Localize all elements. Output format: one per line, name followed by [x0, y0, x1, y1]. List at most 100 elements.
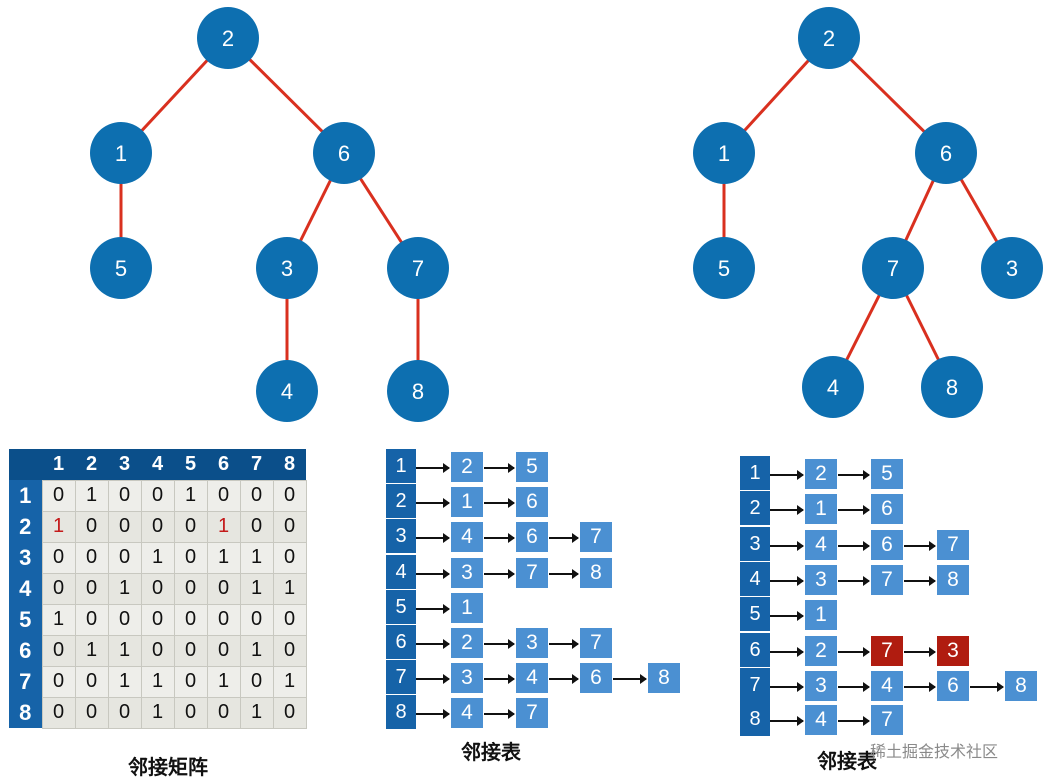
left-tree-node-2: 2 [197, 7, 259, 69]
middle-list-arrow [416, 463, 450, 473]
middle-list-item: 1 [450, 486, 484, 518]
list-right-caption: 邻接表 [817, 749, 877, 773]
right-list-arrow [838, 716, 870, 726]
middle-list-item: 3 [515, 627, 549, 659]
right-list-item: 6 [870, 529, 904, 561]
matrix-row-header: 5 [9, 604, 42, 635]
matrix-cell: 0 [74, 665, 109, 698]
right-list-arrow [770, 716, 804, 726]
matrix-col-header: 4 [141, 449, 174, 480]
left-tree-node-label: 2 [222, 26, 234, 51]
right-list-arrow [904, 647, 936, 657]
middle-list-arrow [549, 639, 579, 649]
right-tree-node-label: 6 [940, 141, 952, 166]
middle-list-item: 2 [450, 451, 484, 483]
matrix-cell: 1 [239, 541, 274, 574]
right-list-head: 3 [740, 527, 770, 561]
left-tree-node-label: 7 [412, 256, 424, 281]
middle-list-item: 8 [647, 662, 681, 694]
matrix-cell: 0 [272, 541, 307, 574]
matrix-cell: 1 [239, 572, 274, 605]
matrix-cell: 1 [272, 572, 307, 605]
right-list-item: 2 [804, 458, 838, 490]
right-list-item: 7 [870, 704, 904, 736]
matrix-corner [9, 449, 42, 480]
right-list-head: 5 [740, 597, 770, 631]
middle-list-head: 3 [386, 519, 416, 553]
middle-list-arrow [484, 674, 515, 684]
matrix-cell: 0 [74, 510, 109, 543]
matrix-cell: 1 [239, 634, 274, 667]
right-list-arrow [838, 541, 870, 551]
left-tree-node-label: 8 [412, 379, 424, 404]
middle-list-arrow [484, 533, 515, 543]
left-tree-node-label: 4 [281, 379, 293, 404]
watermark-text: 稀土掘金技术社区 [870, 742, 999, 761]
matrix-cell: 1 [41, 603, 76, 636]
matrix-cell: 0 [173, 634, 208, 667]
right-list-item: 3 [804, 564, 838, 596]
right-list-head: 2 [740, 491, 770, 525]
left-tree-node-label: 3 [281, 256, 293, 281]
middle-list-arrow [613, 674, 647, 684]
matrix-cell: 0 [107, 479, 142, 512]
middle-list-arrow [416, 639, 450, 649]
matrix-cell: 0 [140, 572, 175, 605]
middle-list-arrow [549, 533, 579, 543]
matrix-cell: 1 [41, 510, 76, 543]
matrix-cell: 0 [206, 603, 241, 636]
middle-list-item: 4 [450, 521, 484, 553]
middle-list-item: 2 [450, 627, 484, 659]
right-list-item: 6 [870, 493, 904, 525]
middle-list-item: 6 [579, 662, 613, 694]
matrix-cell: 0 [74, 572, 109, 605]
matrix-cell: 1 [206, 665, 241, 698]
matrix-row-header: 4 [9, 573, 42, 604]
left-tree-node-4: 4 [256, 360, 318, 422]
middle-list-arrow [416, 604, 450, 614]
matrix-cell: 0 [41, 634, 76, 667]
middle-list-item: 7 [515, 697, 549, 729]
matrix-cell: 1 [74, 634, 109, 667]
left-tree-node-5: 5 [90, 237, 152, 299]
middle-list-item: 8 [579, 557, 613, 589]
middle-list-arrow [549, 569, 579, 579]
right-list-arrow [838, 647, 870, 657]
matrix-cell: 0 [107, 541, 142, 574]
matrix-cell: 0 [272, 510, 307, 543]
right-list-arrow [838, 505, 870, 515]
right-list-item: 7 [870, 635, 904, 667]
middle-list-head: 5 [386, 590, 416, 624]
matrix-cell: 0 [140, 479, 175, 512]
matrix-cell: 0 [74, 696, 109, 729]
matrix-cell: 1 [173, 479, 208, 512]
right-list-arrow [904, 541, 936, 551]
middle-list-item: 3 [450, 557, 484, 589]
right-list-item: 6 [936, 670, 970, 702]
middle-list-head: 4 [386, 555, 416, 589]
matrix-cell: 1 [206, 541, 241, 574]
right-list-item: 4 [870, 670, 904, 702]
left-tree-node-7: 7 [387, 237, 449, 299]
middle-list-head: 1 [386, 449, 416, 483]
matrix-cell: 0 [41, 541, 76, 574]
matrix-cell: 1 [140, 665, 175, 698]
matrix-col-header: 1 [42, 449, 75, 480]
matrix-col-header: 2 [75, 449, 108, 480]
matrix-col-header: 5 [174, 449, 207, 480]
right-tree-node-label: 3 [1006, 256, 1018, 281]
right-tree-node-label: 5 [718, 256, 730, 281]
middle-list-item: 6 [515, 486, 549, 518]
matrix-cell: 1 [107, 634, 142, 667]
middle-list-arrow [484, 569, 515, 579]
matrix-cell: 0 [173, 696, 208, 729]
matrix-cell: 1 [107, 665, 142, 698]
matrix-cell: 1 [206, 510, 241, 543]
matrix-cell: 0 [272, 634, 307, 667]
right-list-arrow [838, 682, 870, 692]
matrix-cell: 0 [140, 603, 175, 636]
